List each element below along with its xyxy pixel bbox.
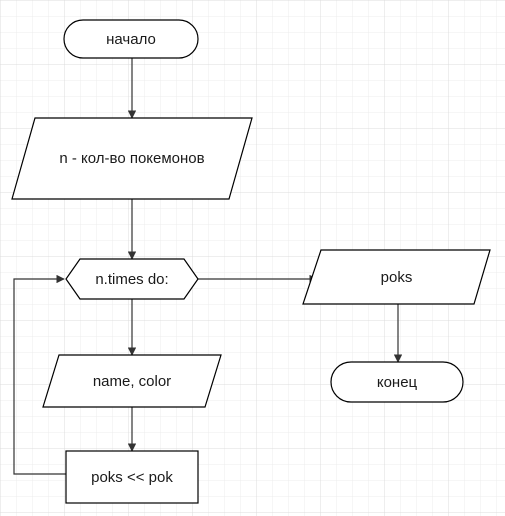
loop-shape [65, 258, 199, 300]
shapes [11, 19, 491, 504]
end-terminator [330, 361, 464, 403]
start-terminator [63, 19, 199, 59]
edge-append-to-loop [13, 274, 66, 475]
input-name-color-data-shape [42, 354, 222, 408]
output-poks-data-shape [302, 249, 491, 305]
append-process-box [65, 450, 199, 504]
input-n-data-shape [11, 117, 253, 200]
connectors [13, 58, 403, 475]
